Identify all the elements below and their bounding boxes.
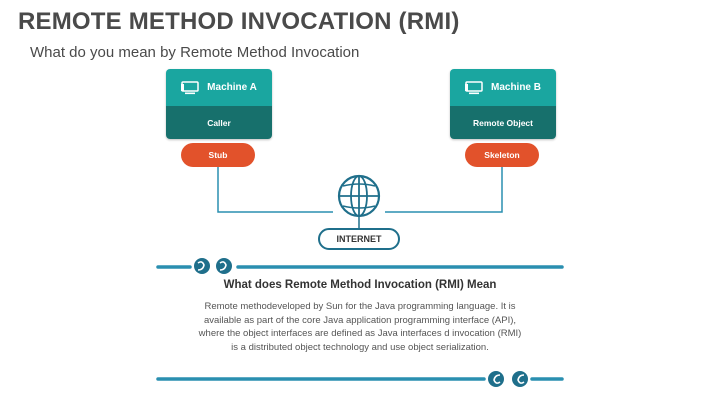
monitor-icon bbox=[181, 80, 199, 94]
bottom-divider bbox=[156, 371, 564, 387]
machine-a-header: Machine A bbox=[166, 69, 272, 106]
section-paragraph: Remote methodeveloped by Sun for the Jav… bbox=[150, 300, 570, 354]
machine-b-label: Machine B bbox=[490, 82, 541, 93]
machine-a-label: Machine A bbox=[207, 82, 257, 93]
monitor-icon bbox=[464, 80, 483, 94]
stub-pill: Stub bbox=[181, 143, 255, 167]
paragraph-line: Remote methodeveloped by Sun for the Jav… bbox=[204, 301, 516, 312]
skeleton-pill: Skeleton bbox=[465, 143, 539, 167]
connector-left bbox=[217, 167, 333, 213]
connector-right bbox=[385, 167, 503, 213]
machine-b-card: Machine B Remote Object bbox=[450, 69, 556, 139]
paragraph-line: is a distributed object technology and u… bbox=[231, 341, 489, 353]
machine-b-header: Machine B bbox=[450, 69, 556, 106]
internet-label: INTERNET bbox=[318, 228, 400, 250]
section-heading: What does Remote Method Invocation (RMI)… bbox=[223, 279, 497, 291]
machine-b-role: Remote Object bbox=[450, 106, 556, 139]
machine-a-role: Caller bbox=[166, 106, 272, 139]
paragraph-line: available as part of the core Java appli… bbox=[203, 314, 517, 326]
slide-subtitle: What do you mean by Remote Method Invoca… bbox=[30, 44, 360, 61]
quote-icon bbox=[488, 371, 528, 387]
slide-title: REMOTE METHOD INVOCATION (RMI) bbox=[18, 8, 460, 35]
top-divider bbox=[156, 258, 564, 274]
quote-icon bbox=[194, 258, 232, 274]
machine-a-card: Machine A Caller bbox=[166, 69, 272, 139]
paragraph-line: where the object interfaces are defined … bbox=[198, 328, 522, 339]
globe-icon bbox=[337, 174, 381, 218]
